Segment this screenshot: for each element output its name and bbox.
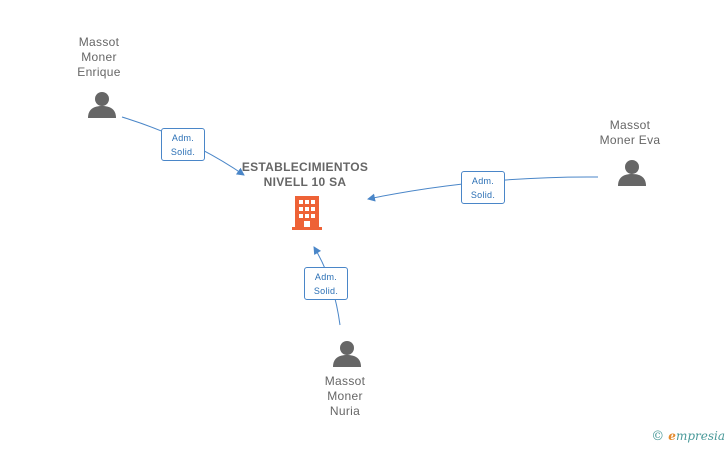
- copyright-icon: ©: [651, 429, 665, 444]
- role-badge-line: Adm.: [171, 133, 195, 143]
- person-icon[interactable]: [333, 341, 361, 367]
- person-name-line: Massot: [324, 374, 366, 388]
- person-icon[interactable]: [618, 160, 646, 186]
- person-name-line: Moner Eva: [599, 133, 661, 147]
- company-name-line: NIVELL 10 SA: [263, 175, 347, 189]
- building-icon[interactable]: [292, 196, 322, 230]
- person-name-line: Nuria: [329, 404, 361, 418]
- brand-e-letter: e: [668, 429, 676, 443]
- role-badge-line: Solid.: [470, 190, 496, 200]
- person-name-enrique[interactable]: Massot Moner Enrique: [39, 35, 159, 80]
- person-icon[interactable]: [88, 92, 116, 118]
- person-name-line: Massot: [78, 35, 120, 49]
- role-badge-enrique[interactable]: Adm. Solid.: [161, 128, 205, 161]
- role-badge-nuria[interactable]: Adm. Solid.: [304, 267, 348, 300]
- company-name[interactable]: ESTABLECIMIENTOS NIVELL 10 SA: [215, 160, 395, 190]
- brand-name: mpresia: [675, 429, 725, 443]
- company-name-line: ESTABLECIMIENTOS: [241, 160, 369, 174]
- role-badge-line: Solid.: [170, 147, 196, 157]
- role-badge-line: Adm.: [471, 176, 495, 186]
- person-name-nuria[interactable]: Massot Moner Nuria: [285, 374, 405, 419]
- person-name-eva[interactable]: Massot Moner Eva: [570, 118, 690, 148]
- role-badge-line: Adm.: [314, 272, 338, 282]
- role-badge-eva[interactable]: Adm. Solid.: [461, 171, 505, 204]
- person-name-line: Moner: [327, 389, 363, 403]
- role-badge-line: Solid.: [313, 286, 339, 296]
- person-name-line: Enrique: [77, 65, 121, 79]
- person-name-line: Massot: [609, 118, 651, 132]
- brand-logo: ©empresia: [651, 429, 725, 444]
- person-name-line: Moner: [81, 50, 117, 64]
